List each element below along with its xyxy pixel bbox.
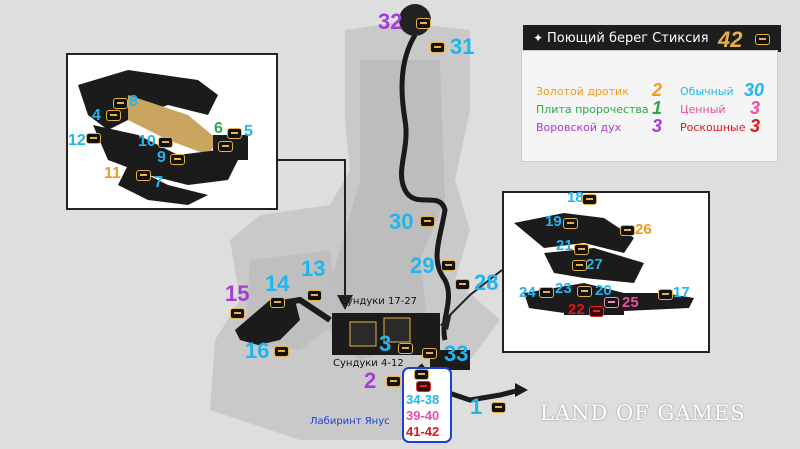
marker-13: 13: [301, 256, 326, 281]
chest-icon: [170, 154, 185, 165]
marker-4: 4: [92, 107, 101, 124]
legend-valuable-value: 3: [750, 98, 761, 118]
marker-5: 5: [244, 123, 253, 140]
marker-15: 15: [225, 281, 250, 306]
marker-1: 1: [470, 394, 483, 419]
marker-24: 24: [519, 284, 536, 301]
inset-map-drawing: [78, 70, 248, 205]
chest-icon: [398, 343, 413, 354]
range-valuable: 39-40: [406, 408, 440, 423]
marker-6: 6: [214, 120, 223, 137]
chest-icon: [422, 348, 437, 359]
marker-10: 10: [138, 133, 156, 150]
marker-9: 9: [157, 149, 166, 166]
chest-icon: [158, 137, 173, 148]
marker-29: 29: [410, 253, 435, 278]
inset-map-drawing: [514, 213, 694, 315]
chest-icon: [572, 260, 587, 271]
total-chests-count: 42: [718, 27, 743, 52]
legend-panel: Золотой дротик 2 Плита пророчества 1 Вор…: [521, 50, 778, 162]
chest-icon: [582, 194, 597, 205]
marker-31: 31: [450, 34, 475, 59]
chest-icon: [218, 141, 233, 152]
diamond-icon: ✦: [533, 31, 544, 45]
caption-chests-17-27: Сундуки 17-27: [340, 296, 418, 307]
chest-icon: [227, 128, 242, 139]
range-luxury: 41-42: [406, 424, 440, 439]
chest-icon: [563, 218, 578, 229]
chest-icon: [386, 376, 401, 387]
chest-icon: [86, 133, 101, 144]
location-title-bar: ✦ Поющий берег Стиксия 42: [523, 25, 781, 52]
range-normal: 34-38: [406, 392, 440, 407]
chest-icon: [420, 216, 435, 227]
valuable-chest-icon: [604, 297, 619, 308]
marker-2: 2: [364, 368, 377, 393]
chest-icon: [455, 279, 470, 290]
marker-19: 19: [545, 213, 562, 230]
chest-icon: [230, 308, 245, 319]
marker-23: 23: [555, 280, 572, 297]
inset-map-chests-4-12: [66, 53, 278, 210]
marker-8: 8: [129, 93, 138, 110]
marker-17: 17: [673, 284, 690, 301]
marker-27: 27: [586, 256, 603, 273]
marker-33: 33: [444, 341, 469, 366]
luxury-chest-icon: [589, 306, 604, 317]
legend-luxury-value: 3: [750, 116, 761, 136]
marker-18: 18: [567, 189, 584, 206]
marker-25: 25: [622, 294, 639, 311]
marker-30: 30: [389, 209, 414, 234]
marker-22: 22: [568, 301, 585, 318]
chest-icon: [106, 110, 121, 121]
chest-icon: [441, 260, 456, 271]
legend-tablet-label: Плита пророчества: [536, 103, 649, 116]
chest-icon: [658, 289, 673, 300]
chest-icon: [620, 225, 635, 236]
legend-dart-value: 2: [652, 80, 663, 100]
marker-20: 20: [595, 282, 612, 299]
legend-normal-value: 30: [744, 80, 765, 100]
chest-icon: [270, 297, 285, 308]
marker-12: 12: [68, 132, 86, 149]
chest-icon: [274, 346, 289, 357]
chest-icon: [574, 244, 589, 255]
location-title: Поющий берег Стиксия: [547, 31, 709, 46]
chest-icon: [430, 42, 445, 53]
watermark: LAND OF GAMES: [540, 401, 746, 425]
chest-icon: [755, 34, 770, 45]
chest-icon: [113, 98, 128, 109]
marker-28: 28: [474, 270, 499, 295]
caption-labyrinth: Лабиринт Янус: [310, 416, 390, 427]
chest-icon: [539, 287, 554, 298]
legend-normal-label: Обычный: [680, 85, 734, 98]
marker-14: 14: [265, 271, 290, 296]
chest-icon: [307, 290, 322, 301]
caption-chests-4-12: Сундуки 4-12: [333, 358, 404, 369]
chest-icon: [136, 170, 151, 181]
marker-21: 21: [556, 237, 573, 254]
legend-spirit-value: 3: [652, 116, 663, 136]
legend-tablet-value: 1: [652, 98, 663, 118]
marker-32: 32: [378, 9, 403, 34]
chest-icon: [416, 18, 431, 29]
chest-icon: [577, 286, 592, 297]
luxury-chest-icon: [416, 381, 431, 392]
marker-11: 11: [104, 165, 121, 182]
chest-icon: [414, 369, 429, 380]
legend-dart-label: Золотой дротик: [536, 85, 629, 98]
marker-7: 7: [154, 174, 163, 191]
marker-26: 26: [635, 221, 652, 238]
marker-3: 3: [379, 331, 392, 356]
marker-16: 16: [245, 338, 270, 363]
chest-icon: [491, 402, 506, 413]
legend-spirit-label: Воровской дух: [536, 121, 622, 134]
legend-valuable-label: Ценный: [680, 103, 726, 116]
inset-map-chests-17-27: [502, 191, 710, 353]
legend-luxury-label: Роскошные: [680, 121, 746, 134]
